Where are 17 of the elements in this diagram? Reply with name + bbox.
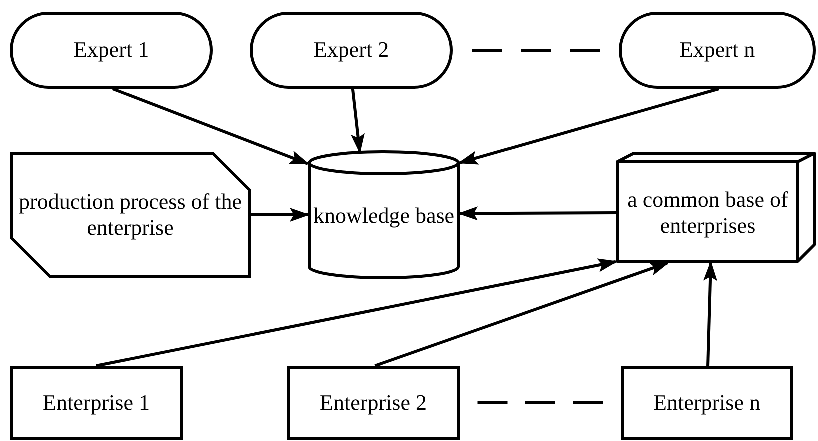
node-label: production process of the enterprise — [18, 188, 243, 242]
node-label: knowledge base — [313, 202, 455, 230]
arrow — [458, 88, 720, 165]
node-label: Enterprise 2 — [320, 390, 427, 416]
arrow — [374, 262, 670, 368]
node-label: Enterprise n — [654, 390, 760, 416]
node-label: a common base of enterprises — [626, 186, 790, 240]
arrow — [96, 258, 618, 368]
arrow — [458, 206, 616, 221]
node-label: Enterprise 1 — [43, 390, 150, 416]
node-label: Expert 2 — [314, 37, 390, 64]
arrow — [112, 88, 310, 166]
arrow — [703, 261, 718, 366]
arrow — [351, 88, 365, 154]
arrow — [251, 208, 310, 222]
node-label: Expert 1 — [74, 37, 150, 64]
node-label: Expert n — [680, 37, 756, 64]
